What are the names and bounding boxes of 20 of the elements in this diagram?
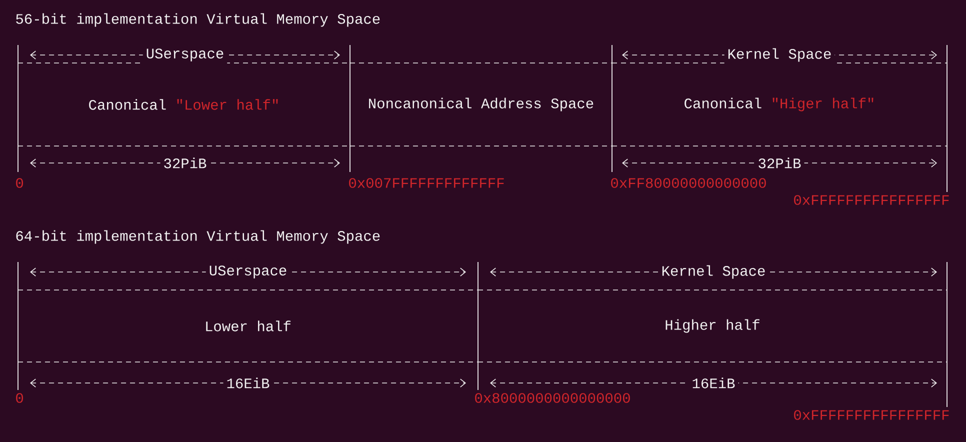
- address-label: 0: [16, 178, 23, 188]
- memory-region-box: Noncanonical Address Space: [350, 62, 612, 146]
- memory-region-box: Lower half: [18, 290, 478, 362]
- dimension-label: 16EiB: [688, 374, 738, 392]
- dimension-label: Kernel Space: [724, 45, 835, 65]
- dimension-label: USerspace: [142, 46, 228, 64]
- heading: 56-bit implementation Virtual Memory Space: [16, 13, 380, 27]
- memory-region-box: Higher half: [478, 290, 948, 362]
- dimension-label: Kernel Space: [658, 262, 769, 282]
- address-label: 0: [16, 393, 23, 403]
- dimension-label: USerspace: [206, 262, 290, 282]
- dimension-label: 32PiB: [160, 154, 210, 172]
- address-label: 0xFFFFFFFFFFFFFFFF: [794, 195, 949, 205]
- dimension-label: 16EiB: [223, 374, 273, 392]
- address-label: 0x8000000000000000: [475, 393, 630, 403]
- address-label: 0xFFFFFFFFFFFFFFFF: [794, 410, 949, 420]
- heading: 64-bit implementation Virtual Memory Space: [16, 230, 380, 244]
- dimension-label: 32PiB: [754, 154, 804, 172]
- address-label: 0xFF80000000000000: [611, 178, 766, 188]
- address-label: 0x007FFFFFFFFFFFFF: [349, 178, 504, 188]
